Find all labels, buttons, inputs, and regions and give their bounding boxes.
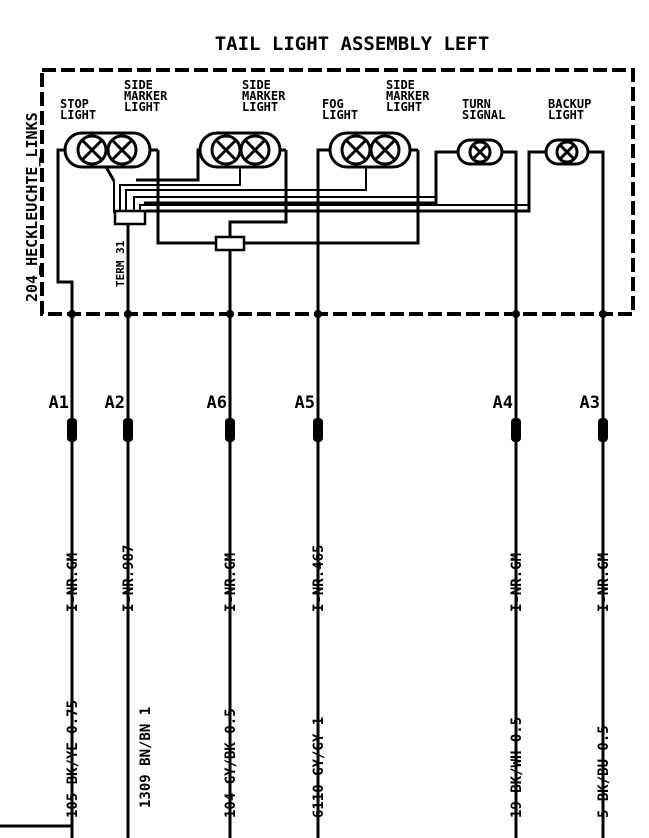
component-label: LIGHT (548, 108, 584, 122)
component-label: TURN (462, 97, 491, 111)
connector-terminal (313, 418, 323, 442)
connector-terminal (123, 418, 133, 442)
internal-wiring (56, 148, 605, 314)
assembly-boundary (40, 68, 635, 316)
wire-spec-label: 6110 GY/GY 1 (311, 717, 327, 818)
splice-label: I-NR.GM (223, 553, 239, 612)
wire-spec-label: 104 GY/BK 0.5 (223, 708, 239, 818)
wire-spec-label: 1309 BN/BN 1 (138, 707, 154, 808)
connector-terminal (225, 418, 235, 442)
connector-label: A4 (493, 393, 513, 413)
fog-light-lamp-icon (328, 131, 412, 169)
connector-label: A6 (207, 393, 227, 413)
component-label: LIGHT (386, 100, 422, 114)
component-label: LIGHT (124, 100, 160, 114)
component-label: SIGNAL (462, 108, 505, 122)
wire-spec-label: 105 BK/YE 0.75 (65, 700, 81, 818)
side-marker-lamp-icon (198, 131, 282, 169)
component-label: SIDE (242, 78, 271, 92)
splice-label: I-NR.GM (65, 553, 81, 612)
component-label: LIGHT (242, 100, 278, 114)
turn-signal-lamp-icon (456, 138, 504, 166)
stop-light-lamp-icon (63, 131, 152, 169)
term-31-label: TERM 31 (114, 240, 127, 287)
component-label: FOG (322, 97, 344, 111)
assembly-id-label: 204_HECKLEUCHTE_LINKS (23, 112, 41, 302)
splice-label: I-NR.GM (596, 553, 612, 612)
component-label: MARKER (386, 89, 430, 103)
connector-label: A2 (105, 393, 125, 413)
splice-label: I-NR.465 (311, 545, 327, 612)
connector-label: A1 (49, 393, 69, 413)
component-label: LIGHT (60, 108, 96, 122)
component-label: MARKER (242, 89, 286, 103)
backup-light-lamp-icon (544, 138, 590, 166)
component-label: STOP (60, 97, 89, 111)
component-label: MARKER (124, 89, 168, 103)
connector-label: A5 (295, 393, 315, 413)
wire-spec-label: 5 BK/BU 0.5 (596, 725, 612, 818)
connector-terminal (511, 418, 521, 442)
splice-label: I-NR.GM (509, 553, 525, 612)
connector-label: A3 (580, 393, 600, 413)
lamp-symbols (63, 131, 590, 169)
component-label: LIGHT (322, 108, 358, 122)
splice-label: I-NR.987 (121, 545, 137, 612)
component-label: BACKUP (548, 97, 591, 111)
wire-spec-label: 19 BK/WH 0.5 (509, 717, 525, 818)
connector-pins: A1I-NR.GM 105 BK/YE 0.75 A2I-NR.987 1309 BN… (49, 310, 612, 838)
component-label: SIDE (124, 78, 153, 92)
diagram-title: TAIL LIGHT ASSEMBLY LEFT (215, 33, 490, 55)
ground-wire (0, 824, 74, 838)
connector-terminal (598, 418, 608, 442)
connector-terminal (67, 418, 77, 442)
component-label: SIDE (386, 78, 415, 92)
